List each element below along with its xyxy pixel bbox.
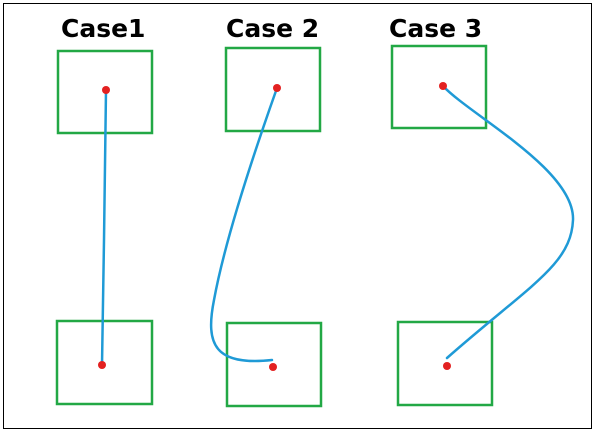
case-1-top-dot <box>102 86 110 94</box>
case-3-top-box <box>390 44 488 130</box>
case-3-top-dot <box>439 82 447 90</box>
case-1-title: Case1 <box>61 14 146 43</box>
case-3-bottom-dot <box>443 362 451 370</box>
case-2-top-box <box>224 46 322 133</box>
case-2-connector <box>209 86 279 363</box>
case-1-bottom-box <box>55 319 154 406</box>
diagram-frame <box>3 3 592 429</box>
case-2-bottom-dot <box>269 363 277 371</box>
case-2-group <box>209 46 323 408</box>
case-1-connector <box>100 88 108 367</box>
case-2-title: Case 2 <box>226 14 320 43</box>
case-3-connector <box>441 84 575 360</box>
case-2-top-dot <box>273 84 281 92</box>
case-1-bottom-dot <box>98 361 106 369</box>
case-3-bottom-box <box>396 320 494 407</box>
case-2-bottom-box <box>225 321 323 408</box>
case-1-group <box>55 49 154 406</box>
case-3-title: Case 3 <box>389 14 483 43</box>
case-3-group <box>390 44 575 407</box>
